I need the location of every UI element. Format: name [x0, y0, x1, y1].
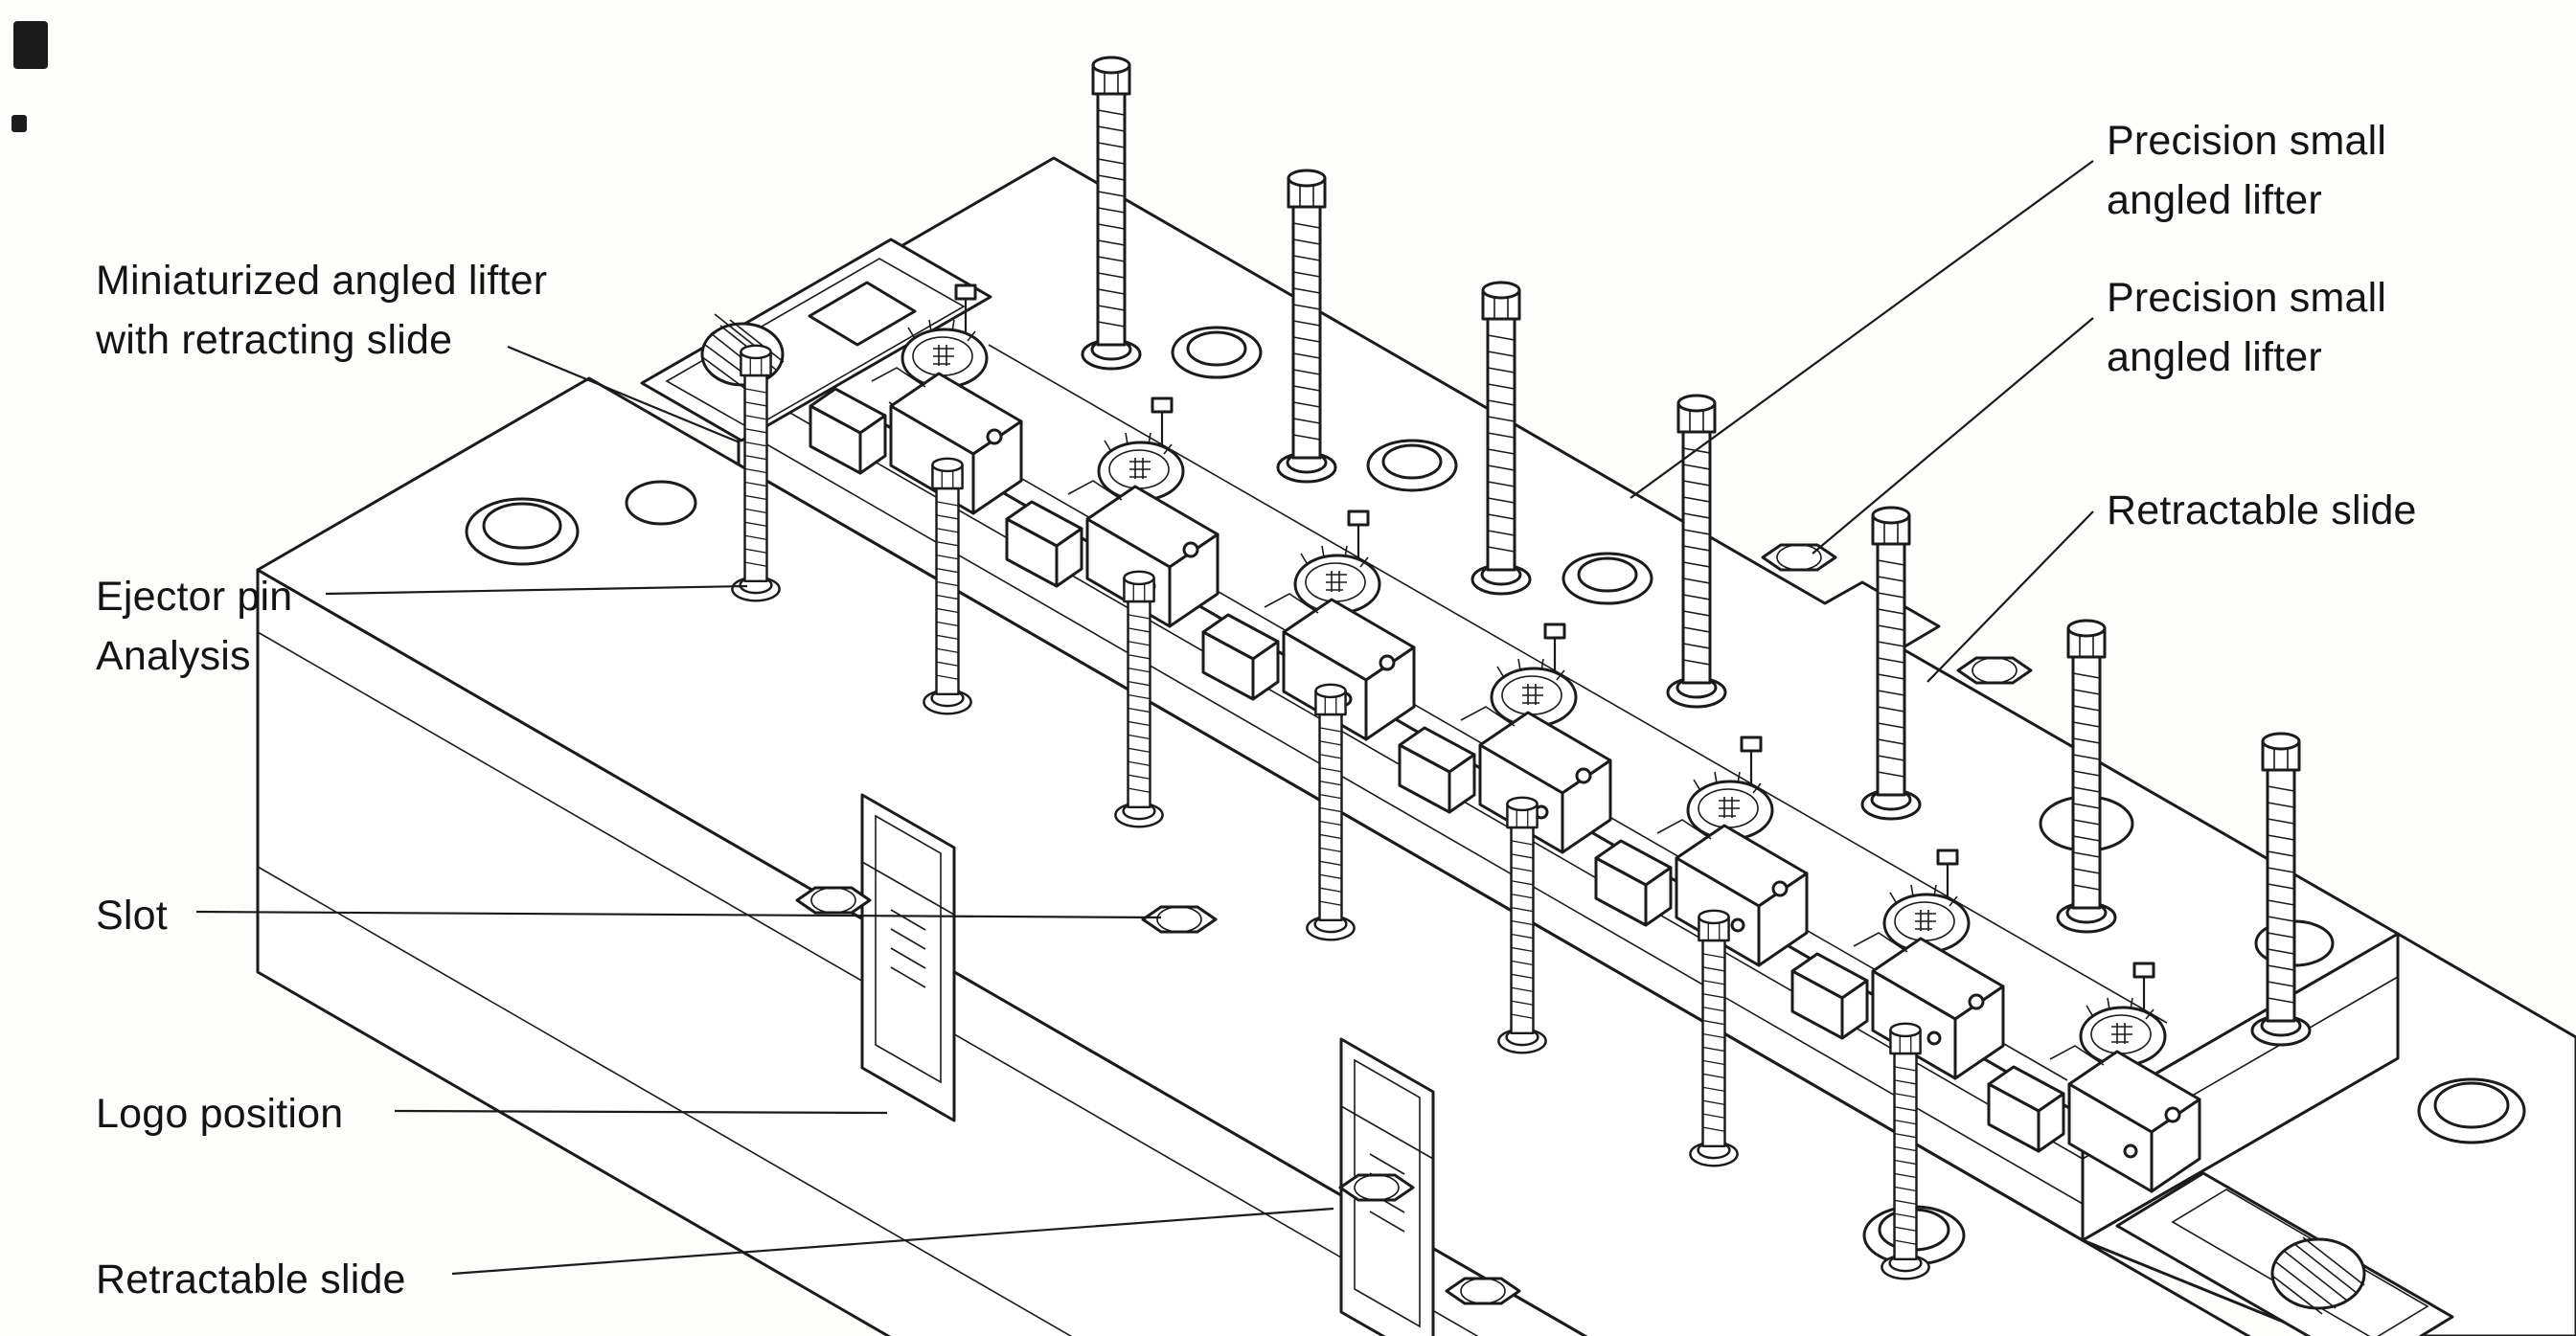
counterbore-hole: [465, 497, 580, 566]
label-ejector-pin-analysis: Ejector pin Analysis: [96, 574, 293, 680]
label-retractable-slide-right: Retractable slide: [2107, 487, 2417, 533]
leader-lines: [195, 160, 2094, 1276]
label-retractable-slide-left: Retractable slide: [96, 1257, 406, 1302]
hex-bolt: [1761, 543, 1837, 572]
round-hole: [625, 480, 697, 526]
hex-bolt: [1338, 1173, 1415, 1202]
hex-bolt: [1445, 1277, 1521, 1305]
knurled-roller: [2270, 1237, 2366, 1310]
label-slot: Slot: [96, 893, 168, 939]
label-precision-small-angled-lifter-2: Precision small angled lifter: [2107, 275, 2387, 381]
counterbore-hole: [1366, 439, 1458, 492]
retracting-slide-mechanism-bottom: [2115, 1171, 2454, 1336]
counterbore-hole: [1171, 326, 1263, 379]
hex-bolt: [795, 886, 872, 915]
slot-pocket: [860, 793, 956, 1122]
counterbore-hole: [2417, 1077, 2526, 1144]
hex-bolt: [1141, 905, 1218, 934]
label-precision-small-angled-lifter-1: Precision small angled lifter: [2107, 118, 2387, 224]
counterbore-hole: [1562, 552, 1653, 605]
hex-bolt: [1956, 656, 2033, 685]
label-logo-position: Logo position: [96, 1091, 344, 1137]
label-miniaturized-angled-lifter: Miniaturized angled lifter with retracti…: [96, 258, 548, 364]
page-corner-marks: [11, 21, 48, 132]
